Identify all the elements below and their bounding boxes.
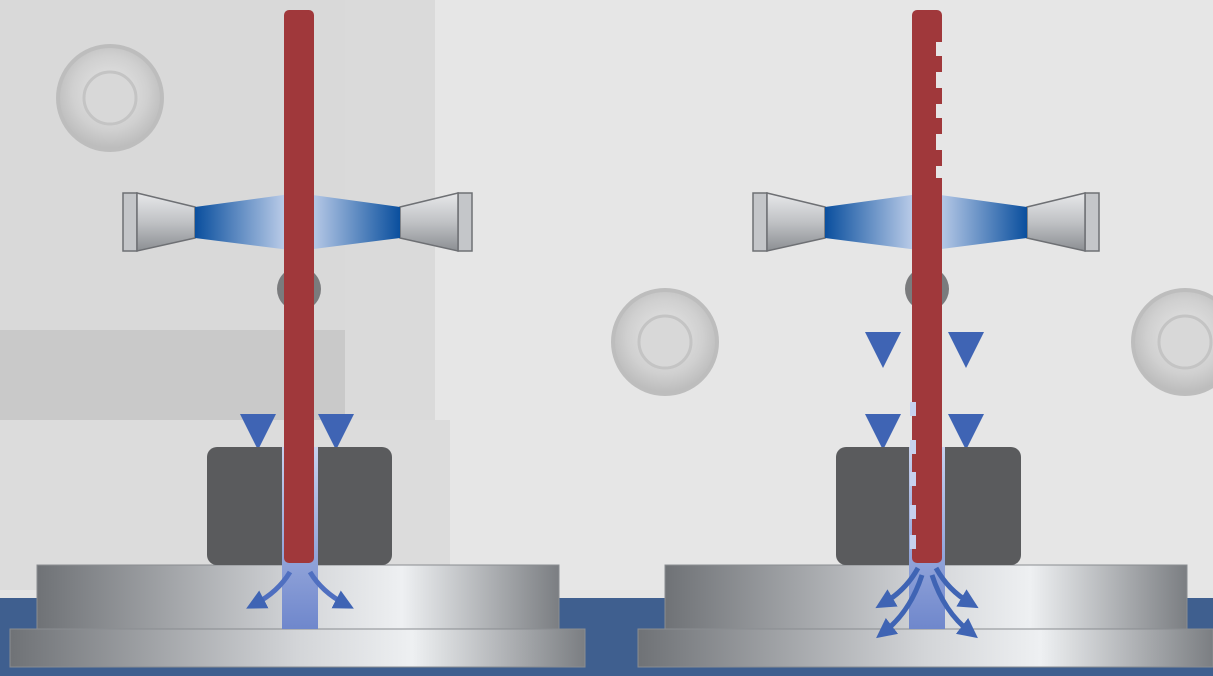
laser-beam [926,193,1027,251]
airflow-arrow [875,566,921,609]
panel-intact-tool [9,10,586,668]
spindle-base-lower [9,628,586,668]
screw-icon [611,288,719,396]
laser-receiver [1026,192,1100,252]
cutting-tool-intact [284,10,314,563]
laser-beam [825,193,926,251]
spindle-base-lower [637,628,1213,668]
airflow-arrow [307,570,354,609]
laser-transmitter [752,192,826,252]
laser-beam [195,193,298,251]
screw-icon [1131,288,1213,396]
airflow-arrow [246,570,293,609]
airflow-arrow [933,566,979,609]
airflow-arrow [929,574,978,639]
panel-broken-tool [637,10,1213,668]
laser-beam [298,193,400,251]
airflow-arrow [876,574,925,639]
cutting-tool-damaged [910,10,944,563]
screw-icon [56,44,164,152]
